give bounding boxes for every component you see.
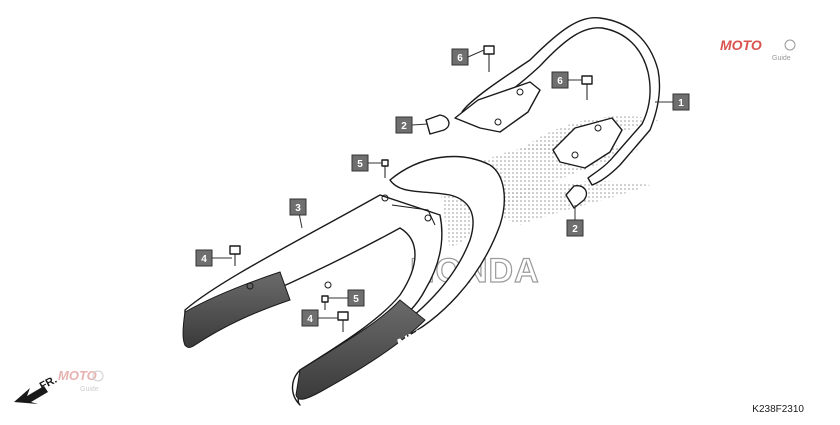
callout-2b: 2 <box>566 219 584 237</box>
svg-text:1: 1 <box>678 98 684 109</box>
screw-5a <box>381 159 389 178</box>
rubber-cap-2a <box>425 114 450 135</box>
grab-rail <box>454 16 661 186</box>
svg-text:Guide: Guide <box>772 55 791 62</box>
moto-logo-top-right: MOTO Guide <box>720 37 796 62</box>
svg-text:5: 5 <box>357 159 363 170</box>
bolt-4a <box>229 245 241 266</box>
callout-4b: 4 <box>301 309 319 327</box>
svg-text:5: 5 <box>353 294 359 305</box>
callout-4a: 4 <box>195 249 213 267</box>
svg-text:3: 3 <box>295 203 301 214</box>
callout-5a: 5 <box>351 154 369 172</box>
svg-text:4: 4 <box>201 254 207 265</box>
screw-5b <box>321 295 329 310</box>
callout-3: 3 <box>289 198 307 216</box>
rubber-cap-2b <box>565 185 588 209</box>
callout-6a: 6 <box>451 48 469 66</box>
callout-5b: 5 <box>347 289 365 307</box>
callout-1: 1 <box>672 93 690 111</box>
callout-2a: 2 <box>395 116 413 134</box>
moto-logo-bottom-left: MOTO Guide <box>58 368 104 393</box>
svg-text:MOTO: MOTO <box>58 368 97 383</box>
bolt-6b <box>581 75 593 100</box>
bolt-4b <box>337 311 349 332</box>
svg-text:Guide: Guide <box>80 386 99 393</box>
rear-seat-cowl <box>182 155 505 406</box>
svg-text:MOTO: MOTO <box>720 37 762 53</box>
svg-text:4: 4 <box>307 314 313 325</box>
svg-text:6: 6 <box>557 76 563 87</box>
diagram-code: K238F2310 <box>752 404 804 415</box>
svg-text:2: 2 <box>401 121 407 132</box>
bolt-6a <box>483 45 495 72</box>
svg-text:2: 2 <box>572 224 578 235</box>
front-arrow: FR. <box>14 374 59 404</box>
svg-text:6: 6 <box>457 53 463 64</box>
front-arrow-label: FR. <box>38 374 59 393</box>
callout-6b: 6 <box>551 71 569 89</box>
